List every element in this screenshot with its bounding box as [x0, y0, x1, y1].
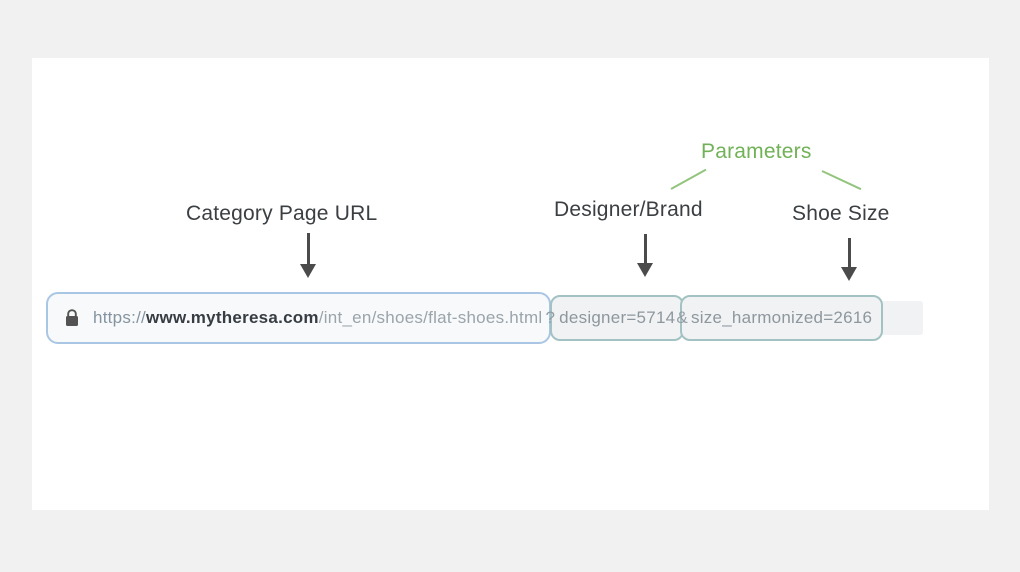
url-ampersand: & — [676, 308, 688, 327]
lock-icon — [65, 309, 79, 327]
size-param-text: size_harmonized=2616 — [690, 308, 873, 327]
category-url-highlight-box: https://www.mytheresa.com/int_en/shoes/f… — [46, 292, 552, 344]
address-bar[interactable]: https://www.mytheresa.com/int_en/shoes/f… — [46, 292, 924, 344]
url-domain: www.mytheresa.com — [146, 308, 319, 327]
shoe-size-label: Shoe Size — [792, 202, 890, 225]
category-page-url-label: Category Page URL — [186, 202, 378, 225]
size-param-highlight-box: size_harmonized=2616 — [679, 295, 884, 341]
url-query-separator: ? — [545, 308, 556, 327]
designer-param-text: designer=5714 — [559, 308, 676, 327]
parameters-label: Parameters — [701, 140, 812, 163]
url-path: /int_en/shoes/flat-shoes.html — [318, 308, 543, 327]
content-card — [32, 58, 989, 510]
address-bar-tail — [875, 301, 924, 335]
designer-brand-label: Designer/Brand — [554, 198, 703, 221]
designer-param-highlight-box: designer=5714 — [550, 295, 685, 341]
url-scheme: https:// — [93, 308, 147, 327]
